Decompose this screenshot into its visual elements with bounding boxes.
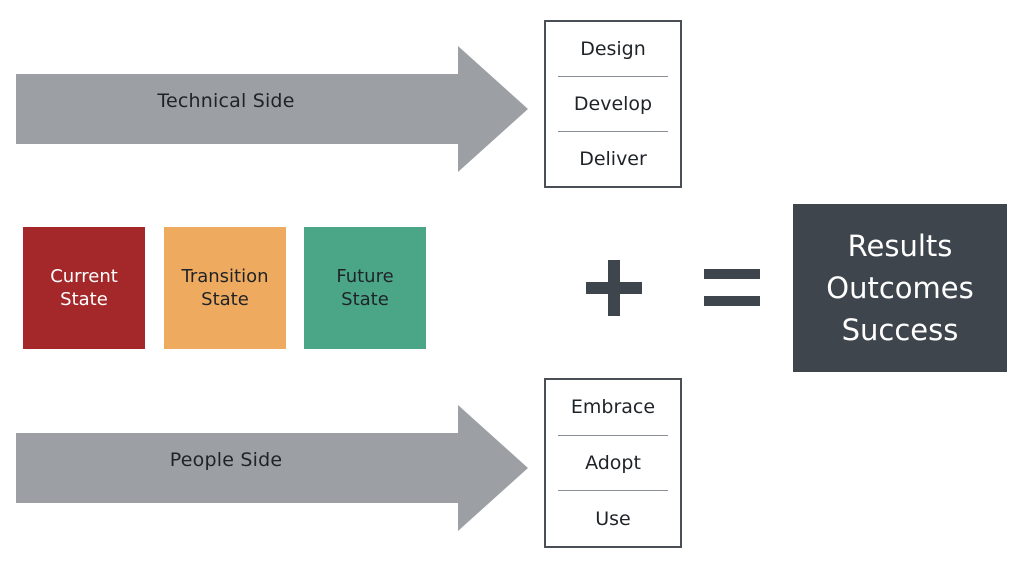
people-side-label: People Side (169, 449, 283, 471)
results-line-results: Results (847, 229, 953, 263)
step-use: Use (558, 490, 668, 546)
step-adopt: Adopt (558, 434, 668, 491)
transition-state-line2: State (201, 289, 249, 310)
plus-icon (586, 260, 642, 316)
current-state-line2: State (60, 289, 108, 310)
results-line-success: Success (841, 313, 959, 347)
transition-state-line1: Transition (181, 266, 269, 287)
step-embrace: Embrace (570, 396, 656, 419)
step-develop: Develop (558, 76, 668, 131)
arrow-shape-icon (16, 405, 528, 531)
step-deliver: Deliver (558, 131, 668, 186)
technical-side-arrow: Technical Side (16, 46, 528, 172)
results-box: Results Outcomes Success (793, 204, 1007, 372)
technical-side-label: Technical Side (157, 90, 295, 112)
current-state-box: Current State (23, 227, 145, 349)
people-steps-box: Embrace Adopt Use (544, 378, 682, 548)
results-line-outcomes: Outcomes (826, 271, 974, 305)
technical-steps-box: Design Develop Deliver (544, 20, 682, 188)
step-design: Design (580, 38, 646, 60)
equals-icon (704, 269, 760, 306)
current-state-line1: Current (50, 266, 118, 287)
future-state-box: Future State (304, 227, 426, 349)
future-state-line1: Future (336, 266, 394, 287)
future-state-line2: State (341, 289, 389, 310)
people-side-arrow: People Side (16, 405, 528, 531)
arrow-shape-icon (16, 46, 528, 172)
transition-state-box: Transition State (164, 227, 286, 349)
